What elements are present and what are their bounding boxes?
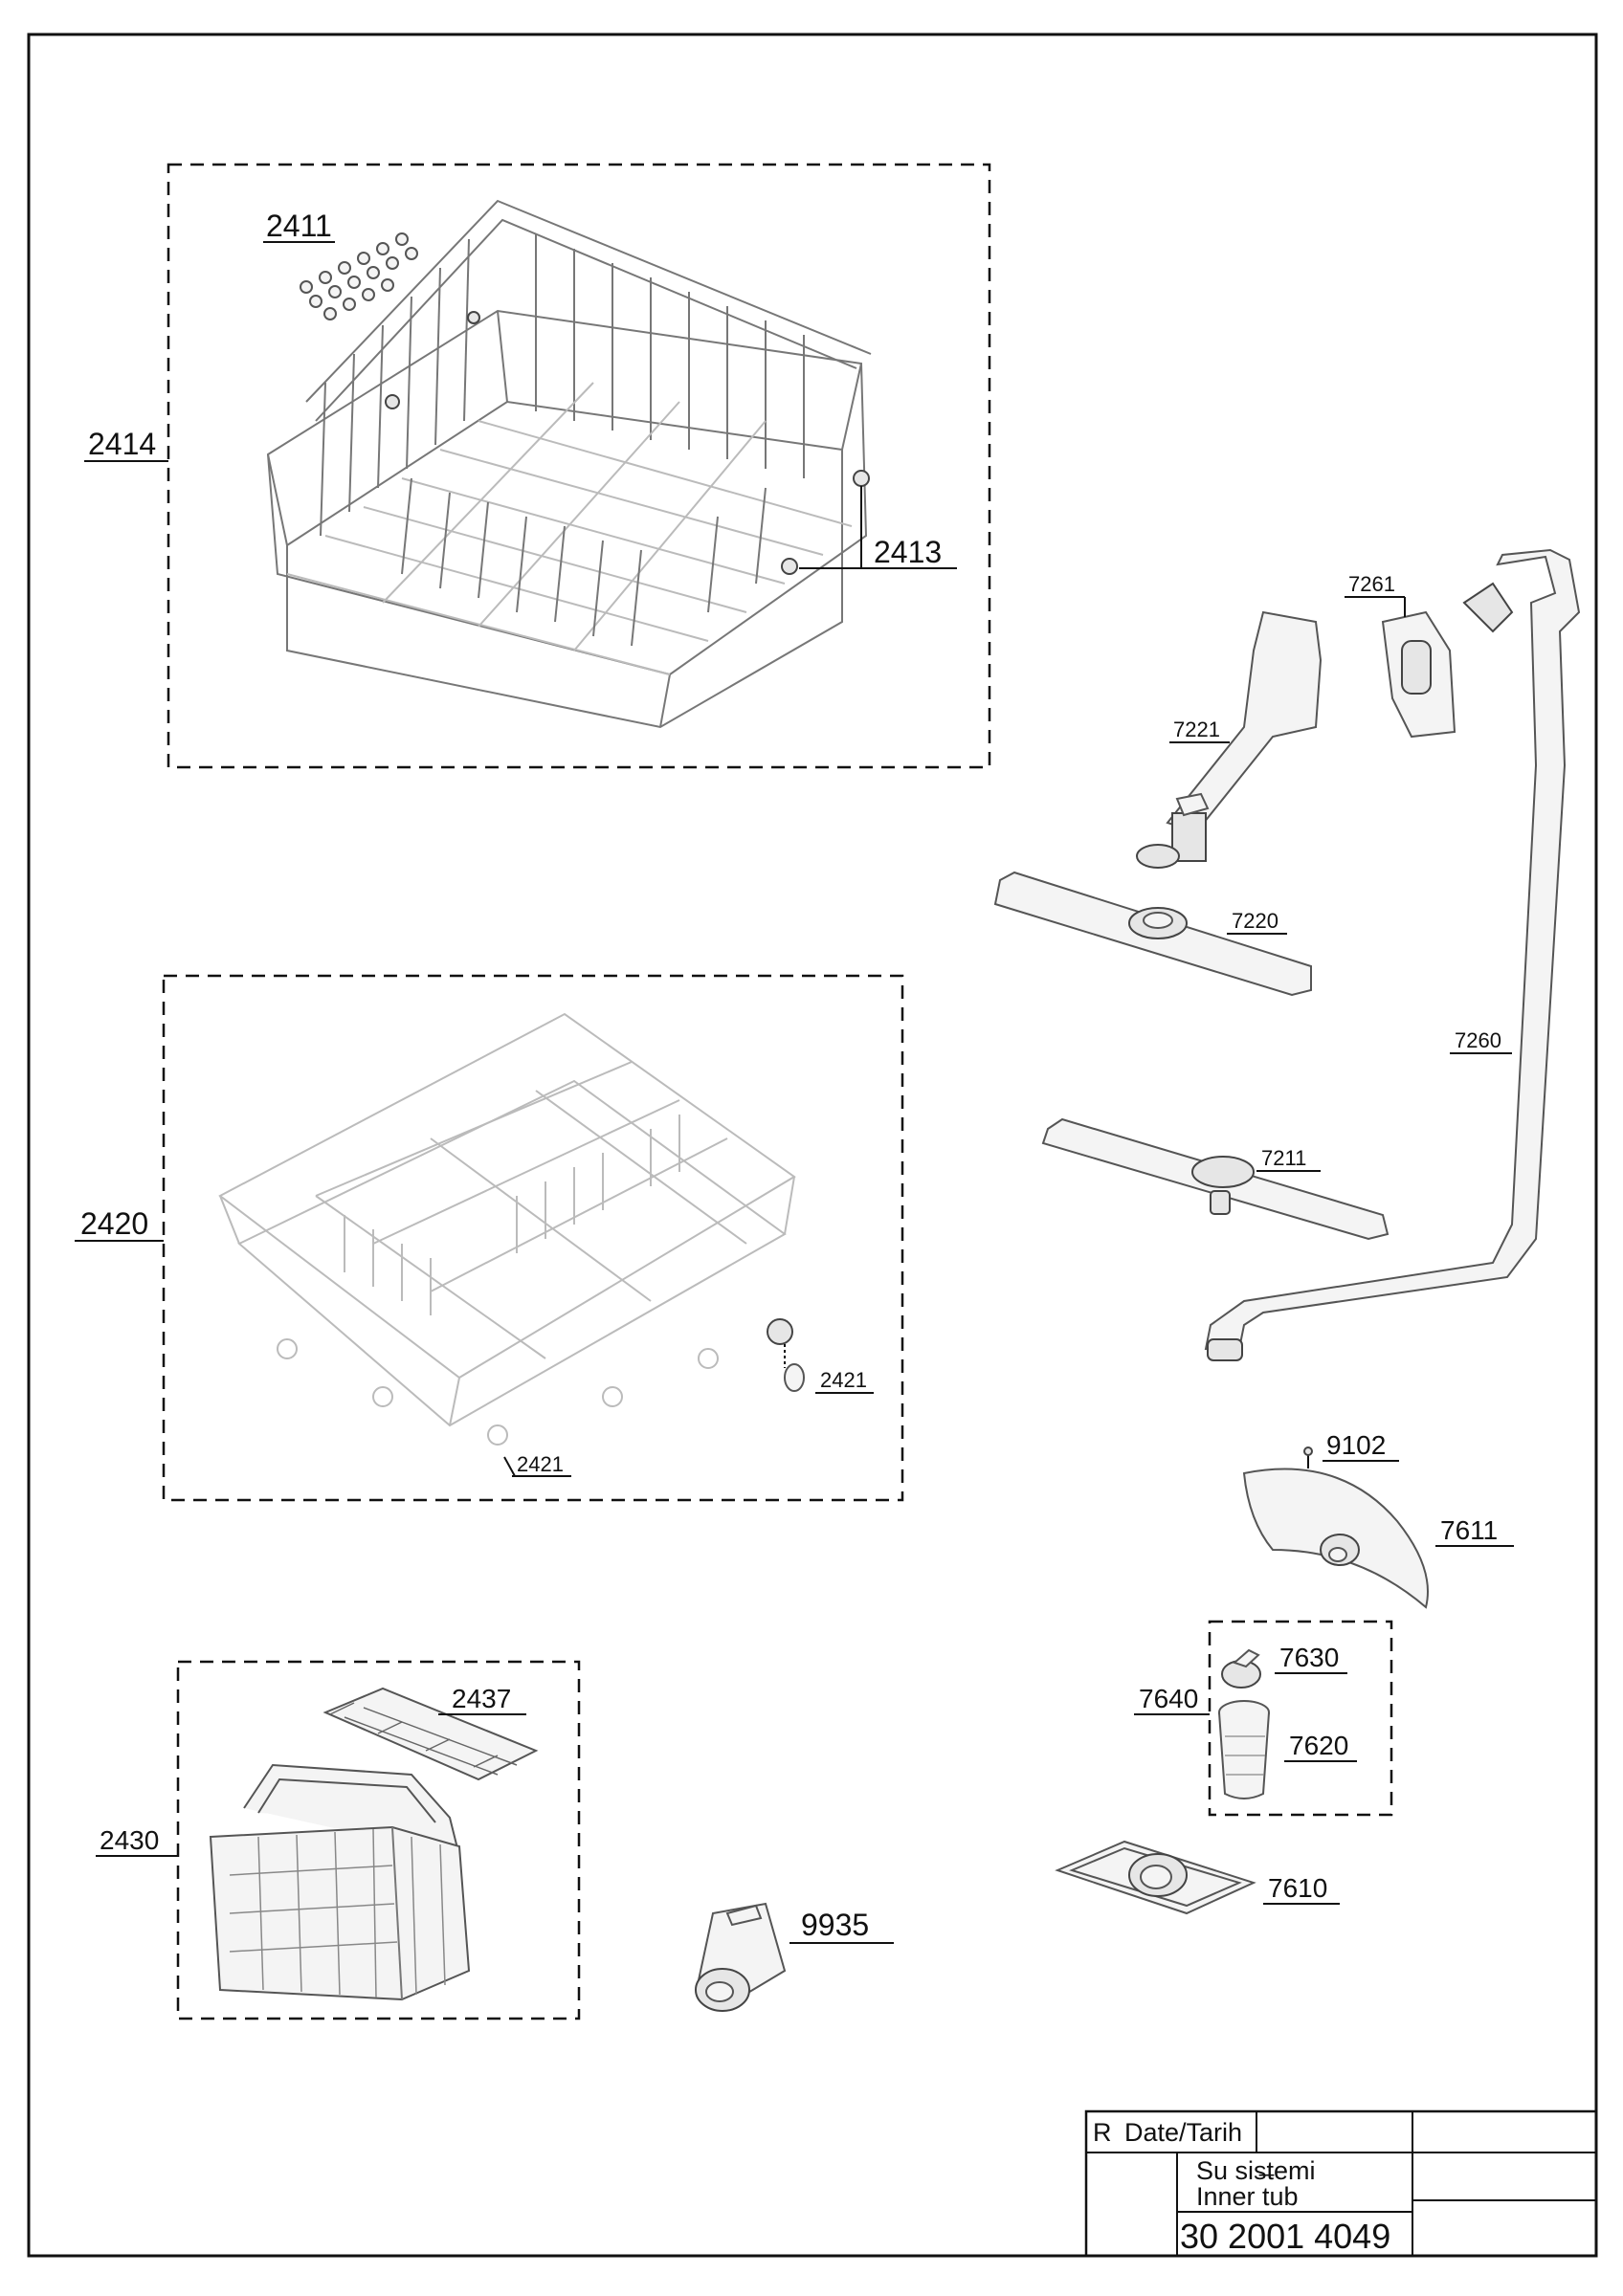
part-7261 xyxy=(1381,610,1456,739)
label-2430: 2430 xyxy=(100,1825,159,1855)
lower-basket xyxy=(218,1012,805,1446)
label-9935: 9935 xyxy=(801,1908,869,1942)
clip-set-2411 xyxy=(300,232,418,320)
label-2414: 2414 xyxy=(88,427,156,461)
revision-label: R xyxy=(1093,2118,1112,2147)
label-7630: 7630 xyxy=(1279,1643,1339,1672)
label-7611: 7611 xyxy=(1440,1515,1498,1545)
upper-basket-group-box xyxy=(167,163,991,769)
part-7221 xyxy=(1136,610,1323,869)
label-7261: 7261 xyxy=(1348,572,1395,596)
label-7211: 7211 xyxy=(1261,1146,1306,1170)
label-2421-bottom: 2421 xyxy=(517,1452,564,1476)
label-2420: 2420 xyxy=(80,1206,148,1241)
label-2421-right: 2421 xyxy=(820,1368,867,1392)
label-7640: 7640 xyxy=(1139,1684,1198,1713)
date-label: Date/Tarih xyxy=(1124,2118,1242,2147)
part-7620 xyxy=(1218,1700,1270,1799)
title-turkish: Su sis̶temi xyxy=(1196,2156,1316,2185)
label-2411: 2411 xyxy=(266,209,332,243)
sheet-frame xyxy=(27,33,1598,2258)
document-number: 30 2001 4049 xyxy=(1180,2217,1390,2256)
part-7220 xyxy=(993,871,1312,997)
part-7260 xyxy=(1204,548,1581,1361)
part-7630 xyxy=(1221,1648,1261,1689)
label-2413: 2413 xyxy=(874,535,942,569)
title-block: R Date/Tarih Su sis̶temi Inner tub 30 20… xyxy=(1084,2109,1598,2258)
upper-basket xyxy=(266,199,872,729)
title-english: Inner tub xyxy=(1196,2182,1299,2211)
cutlery-basket-2430 xyxy=(209,1763,471,2001)
label-7221: 7221 xyxy=(1173,718,1220,741)
label-7610: 7610 xyxy=(1268,1873,1327,1903)
part-9935 xyxy=(695,1902,787,2012)
part-7611 xyxy=(1242,1468,1429,1609)
label-7220: 7220 xyxy=(1232,909,1278,933)
label-2437: 2437 xyxy=(452,1684,511,1713)
part-7211 xyxy=(1041,1117,1390,1241)
part-9102-screw xyxy=(1303,1446,1313,1468)
lower-basket-group-box xyxy=(162,974,904,1502)
label-7620: 7620 xyxy=(1289,1731,1348,1760)
label-7260: 7260 xyxy=(1455,1028,1501,1052)
part-7610 xyxy=(1055,1840,1256,1915)
cutlery-grid-2437 xyxy=(322,1687,539,1781)
filter-group-box xyxy=(1208,1620,1393,1817)
cutlery-basket-group-box xyxy=(176,1660,581,2020)
label-9102: 9102 xyxy=(1326,1430,1386,1460)
